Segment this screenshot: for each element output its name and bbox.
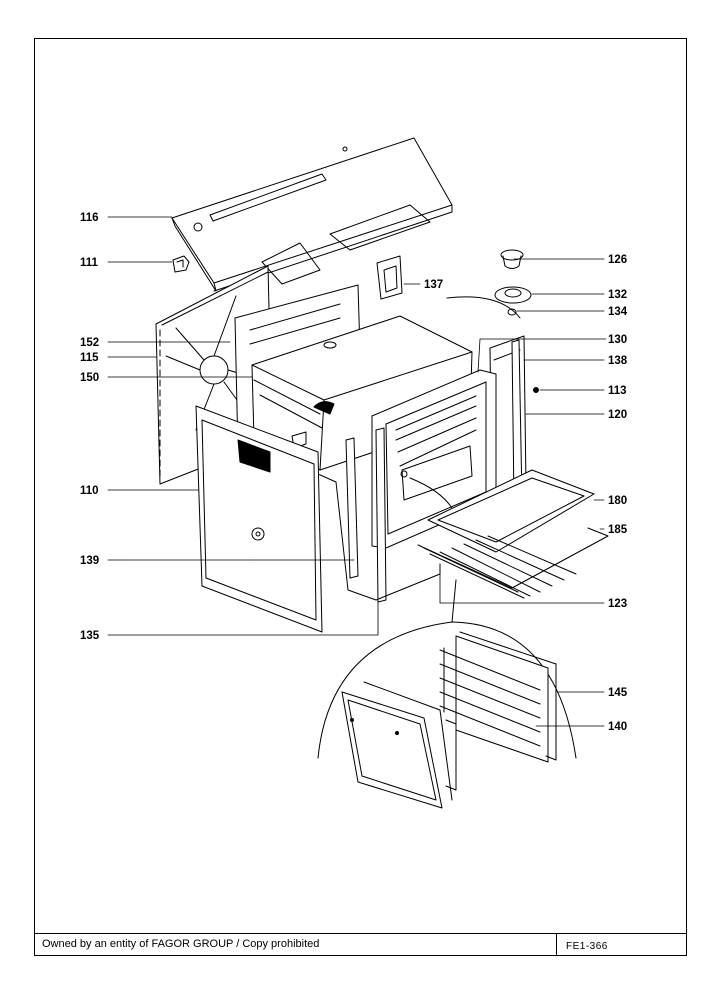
drawing-frame xyxy=(34,38,687,956)
part-134-nut xyxy=(507,308,517,316)
part-140-side-runners xyxy=(439,635,549,763)
callout-145: 145 xyxy=(608,687,628,699)
callout-137: 137 xyxy=(424,279,443,291)
callout-138: 138 xyxy=(608,355,628,367)
part-110-front-control-frame xyxy=(195,405,323,633)
callout-110: 110 xyxy=(80,485,99,497)
callout-134: 134 xyxy=(608,306,628,318)
callout-126: 126 xyxy=(608,254,627,266)
title-block-divider xyxy=(556,933,557,956)
part-132-fan-cover xyxy=(494,286,532,304)
part-135-hinge xyxy=(375,427,387,603)
part-180-baking-tray xyxy=(427,469,595,553)
callout-116: 116 xyxy=(80,212,99,224)
title-block xyxy=(34,933,687,956)
callout-139: 139 xyxy=(80,555,99,567)
part-111-bracket xyxy=(172,255,190,273)
callout-123: 123 xyxy=(608,598,627,610)
callout-120: 120 xyxy=(608,409,627,421)
callout-130: 130 xyxy=(608,334,627,346)
detail-magnifier-arc xyxy=(317,296,577,759)
part-126-knob xyxy=(500,249,524,269)
callout-152: 152 xyxy=(80,337,99,349)
callout-111: 111 xyxy=(80,257,99,269)
part-113-screw xyxy=(533,387,539,393)
callout-labels: 116 111 137 126 132 134 152 115 150 130 … xyxy=(80,212,628,733)
callout-185: 185 xyxy=(608,524,628,536)
part-137-bracket xyxy=(376,255,403,300)
part-185-wire-shelf xyxy=(417,527,609,599)
callout-150: 150 xyxy=(80,372,99,384)
part-139-hinge xyxy=(345,437,359,579)
detail-side-panel xyxy=(341,681,457,809)
ownership-notice: Owned by an entity of FAGOR GROUP / Copy… xyxy=(42,938,320,950)
part-145-rear-rail xyxy=(459,631,557,761)
callout-leaders xyxy=(107,216,607,727)
callout-180: 180 xyxy=(608,495,627,507)
part-116-top-panel xyxy=(171,137,453,292)
callout-113: 113 xyxy=(608,385,627,397)
callout-115: 115 xyxy=(80,352,99,364)
callout-140: 140 xyxy=(608,721,627,733)
callout-132: 132 xyxy=(608,289,627,301)
drawing-code: FE1-366 xyxy=(566,941,608,952)
callout-135: 135 xyxy=(80,630,100,642)
